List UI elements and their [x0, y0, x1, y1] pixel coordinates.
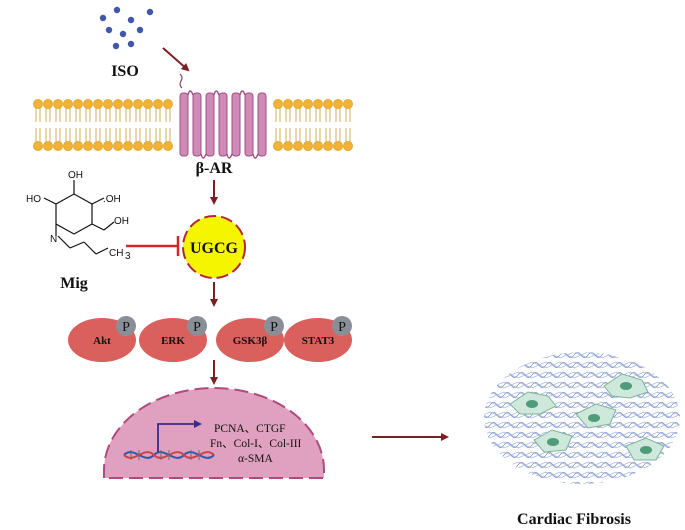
- kinase-akt: Akt P: [68, 316, 136, 362]
- gene-expression-arrow: [157, 420, 202, 452]
- phospho-label: P: [338, 320, 346, 335]
- phospho-label: P: [270, 320, 278, 335]
- beta-ar-label: β-AR: [196, 160, 233, 177]
- gene-list-line3: α-SMA: [238, 453, 273, 465]
- cardiac-fibrosis-label: Cardiac Fibrosis: [517, 511, 631, 528]
- iso-dots: [99, 6, 154, 50]
- mig-atoms: OH HO .OH OH N CH 3: [26, 170, 131, 262]
- kinase-label: STAT3: [302, 335, 335, 347]
- gene-list-line1: PCNA、CTGF: [214, 423, 286, 435]
- cell-membrane: [33, 99, 353, 151]
- beta-ar-receptor: [179, 73, 267, 159]
- gene-list-line2: Fn、Col-I、Col-III: [210, 438, 302, 450]
- nucleus: [103, 387, 325, 479]
- kinase-erk: ERK P: [139, 316, 207, 362]
- kinase-label: Akt: [93, 335, 111, 347]
- phospho-badge: [116, 316, 136, 336]
- atom-ch: CH: [109, 248, 123, 259]
- atom-n: N: [50, 234, 57, 245]
- phospho-badge: [332, 316, 352, 336]
- inhibition-mig-ugcg: [126, 236, 180, 256]
- kinase-label: GSK3β: [233, 335, 268, 347]
- dna-helix: [123, 450, 215, 460]
- kinase-label: ERK: [161, 335, 185, 347]
- ugcg-label: UGCG: [190, 240, 239, 257]
- atom-ho-left: HO: [26, 194, 41, 205]
- phospho-badge: [187, 316, 207, 336]
- ugcg-circle: [182, 215, 246, 279]
- atom-oh-right: .OH: [103, 194, 121, 205]
- phospho-label: P: [193, 320, 201, 335]
- fibrosis-illustration: [484, 352, 680, 484]
- phospho-badge: [264, 316, 284, 336]
- atom-oh-side: OH: [114, 216, 129, 227]
- iso-label: ISO: [111, 63, 139, 80]
- atom-oh-top: OH: [68, 170, 83, 181]
- phospho-label: P: [122, 320, 130, 335]
- arrow-iso-to-receptor: [162, 47, 190, 72]
- mig-structure: [43, 180, 115, 255]
- atom-ch-sub: 3: [125, 251, 131, 262]
- mig-label: Mig: [60, 275, 88, 292]
